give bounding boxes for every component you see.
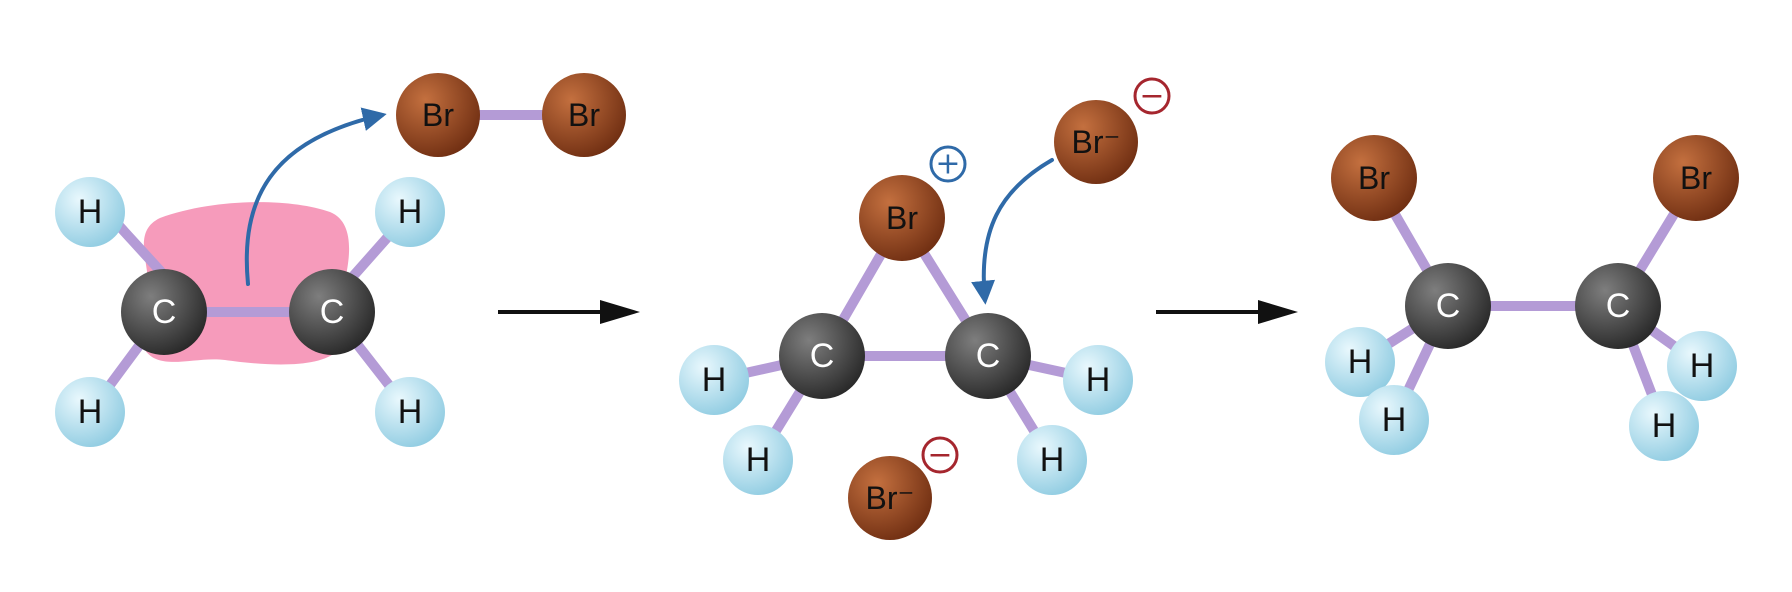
carbon-atom: C (289, 269, 375, 355)
hydrogen-atom: H (375, 377, 445, 447)
positive-charge-icon: + (929, 145, 967, 183)
bromide-ion: Br⁻ (848, 456, 932, 540)
atom-symbol: H (1086, 361, 1111, 399)
atom-symbol: H (1382, 401, 1407, 439)
bromine-atom: Br (396, 73, 480, 157)
atom-symbol: C (1436, 287, 1461, 325)
atom-symbol: Br (568, 97, 600, 133)
hydrogen-atom: H (1667, 331, 1737, 401)
carbon-atom: C (121, 269, 207, 355)
atom-symbol: C (810, 337, 835, 375)
negative-charge-icon: − (1133, 77, 1171, 115)
bromide-ion: Br⁻ (1054, 100, 1138, 184)
charge-sign: − (1139, 79, 1164, 114)
atom-symbol: H (1652, 407, 1677, 445)
hydrogen-atom: H (679, 345, 749, 415)
atom-symbol: H (1348, 343, 1373, 381)
atom-symbol: H (78, 193, 103, 231)
carbon-atom: C (779, 313, 865, 399)
curved-mechanism-arrow-icon (971, 158, 1054, 305)
carbon-atom: C (1405, 263, 1491, 349)
hydrogen-atom: H (1017, 425, 1087, 495)
hydrogen-atom: H (1629, 391, 1699, 461)
atom-symbol: H (398, 393, 423, 431)
atom-symbol: C (976, 337, 1001, 375)
stage-bromonium-ion-intermediate: H H H H C C Br + Br⁻ − Br⁻ − (679, 77, 1171, 540)
bromine-atom: Br (1653, 135, 1739, 221)
bromine-atom: Br (542, 73, 626, 157)
charge-sign: + (935, 147, 960, 182)
hydrogen-atom: H (55, 177, 125, 247)
hydrogen-atom: H (55, 377, 125, 447)
atom-symbol: Br (1358, 160, 1390, 196)
reaction-arrow-icon (1156, 300, 1298, 324)
charge-sign: − (927, 438, 952, 473)
stage-ethene-and-bromine: H H H H C C Br Br (55, 73, 626, 447)
atom-symbol: Br⁻ (866, 480, 915, 516)
atom-symbol: C (1606, 287, 1631, 325)
atom-symbol: H (746, 441, 771, 479)
atom-symbol: C (152, 293, 177, 331)
carbon-atom: C (1575, 263, 1661, 349)
hydrogen-atom: H (1325, 327, 1395, 397)
curved-mechanism-arrow-icon (244, 107, 387, 286)
bromonium-bromine-atom: Br (859, 175, 945, 261)
atom-symbol: Br (886, 200, 918, 236)
atom-symbol: Br⁻ (1072, 124, 1121, 160)
negative-charge-icon: − (921, 436, 959, 474)
atom-symbol: H (1690, 347, 1715, 385)
atom-symbol: H (78, 393, 103, 431)
stage-1-2-dibromoethane: Br Br H H C C H H (1325, 135, 1739, 461)
hydrogen-atom: H (1063, 345, 1133, 415)
hydrogen-atom: H (375, 177, 445, 247)
atom-symbol: Br (1680, 160, 1712, 196)
atom-symbol: C (320, 293, 345, 331)
hydrogen-atom: H (1359, 385, 1429, 455)
atom-symbol: H (1040, 441, 1065, 479)
atom-symbol: H (398, 193, 423, 231)
carbon-atom: C (945, 313, 1031, 399)
atom-symbol: Br (422, 97, 454, 133)
hydrogen-atom: H (723, 425, 793, 495)
atom-symbol: H (702, 361, 727, 399)
reaction-arrow-icon (498, 300, 640, 324)
bromine-atom: Br (1331, 135, 1417, 221)
